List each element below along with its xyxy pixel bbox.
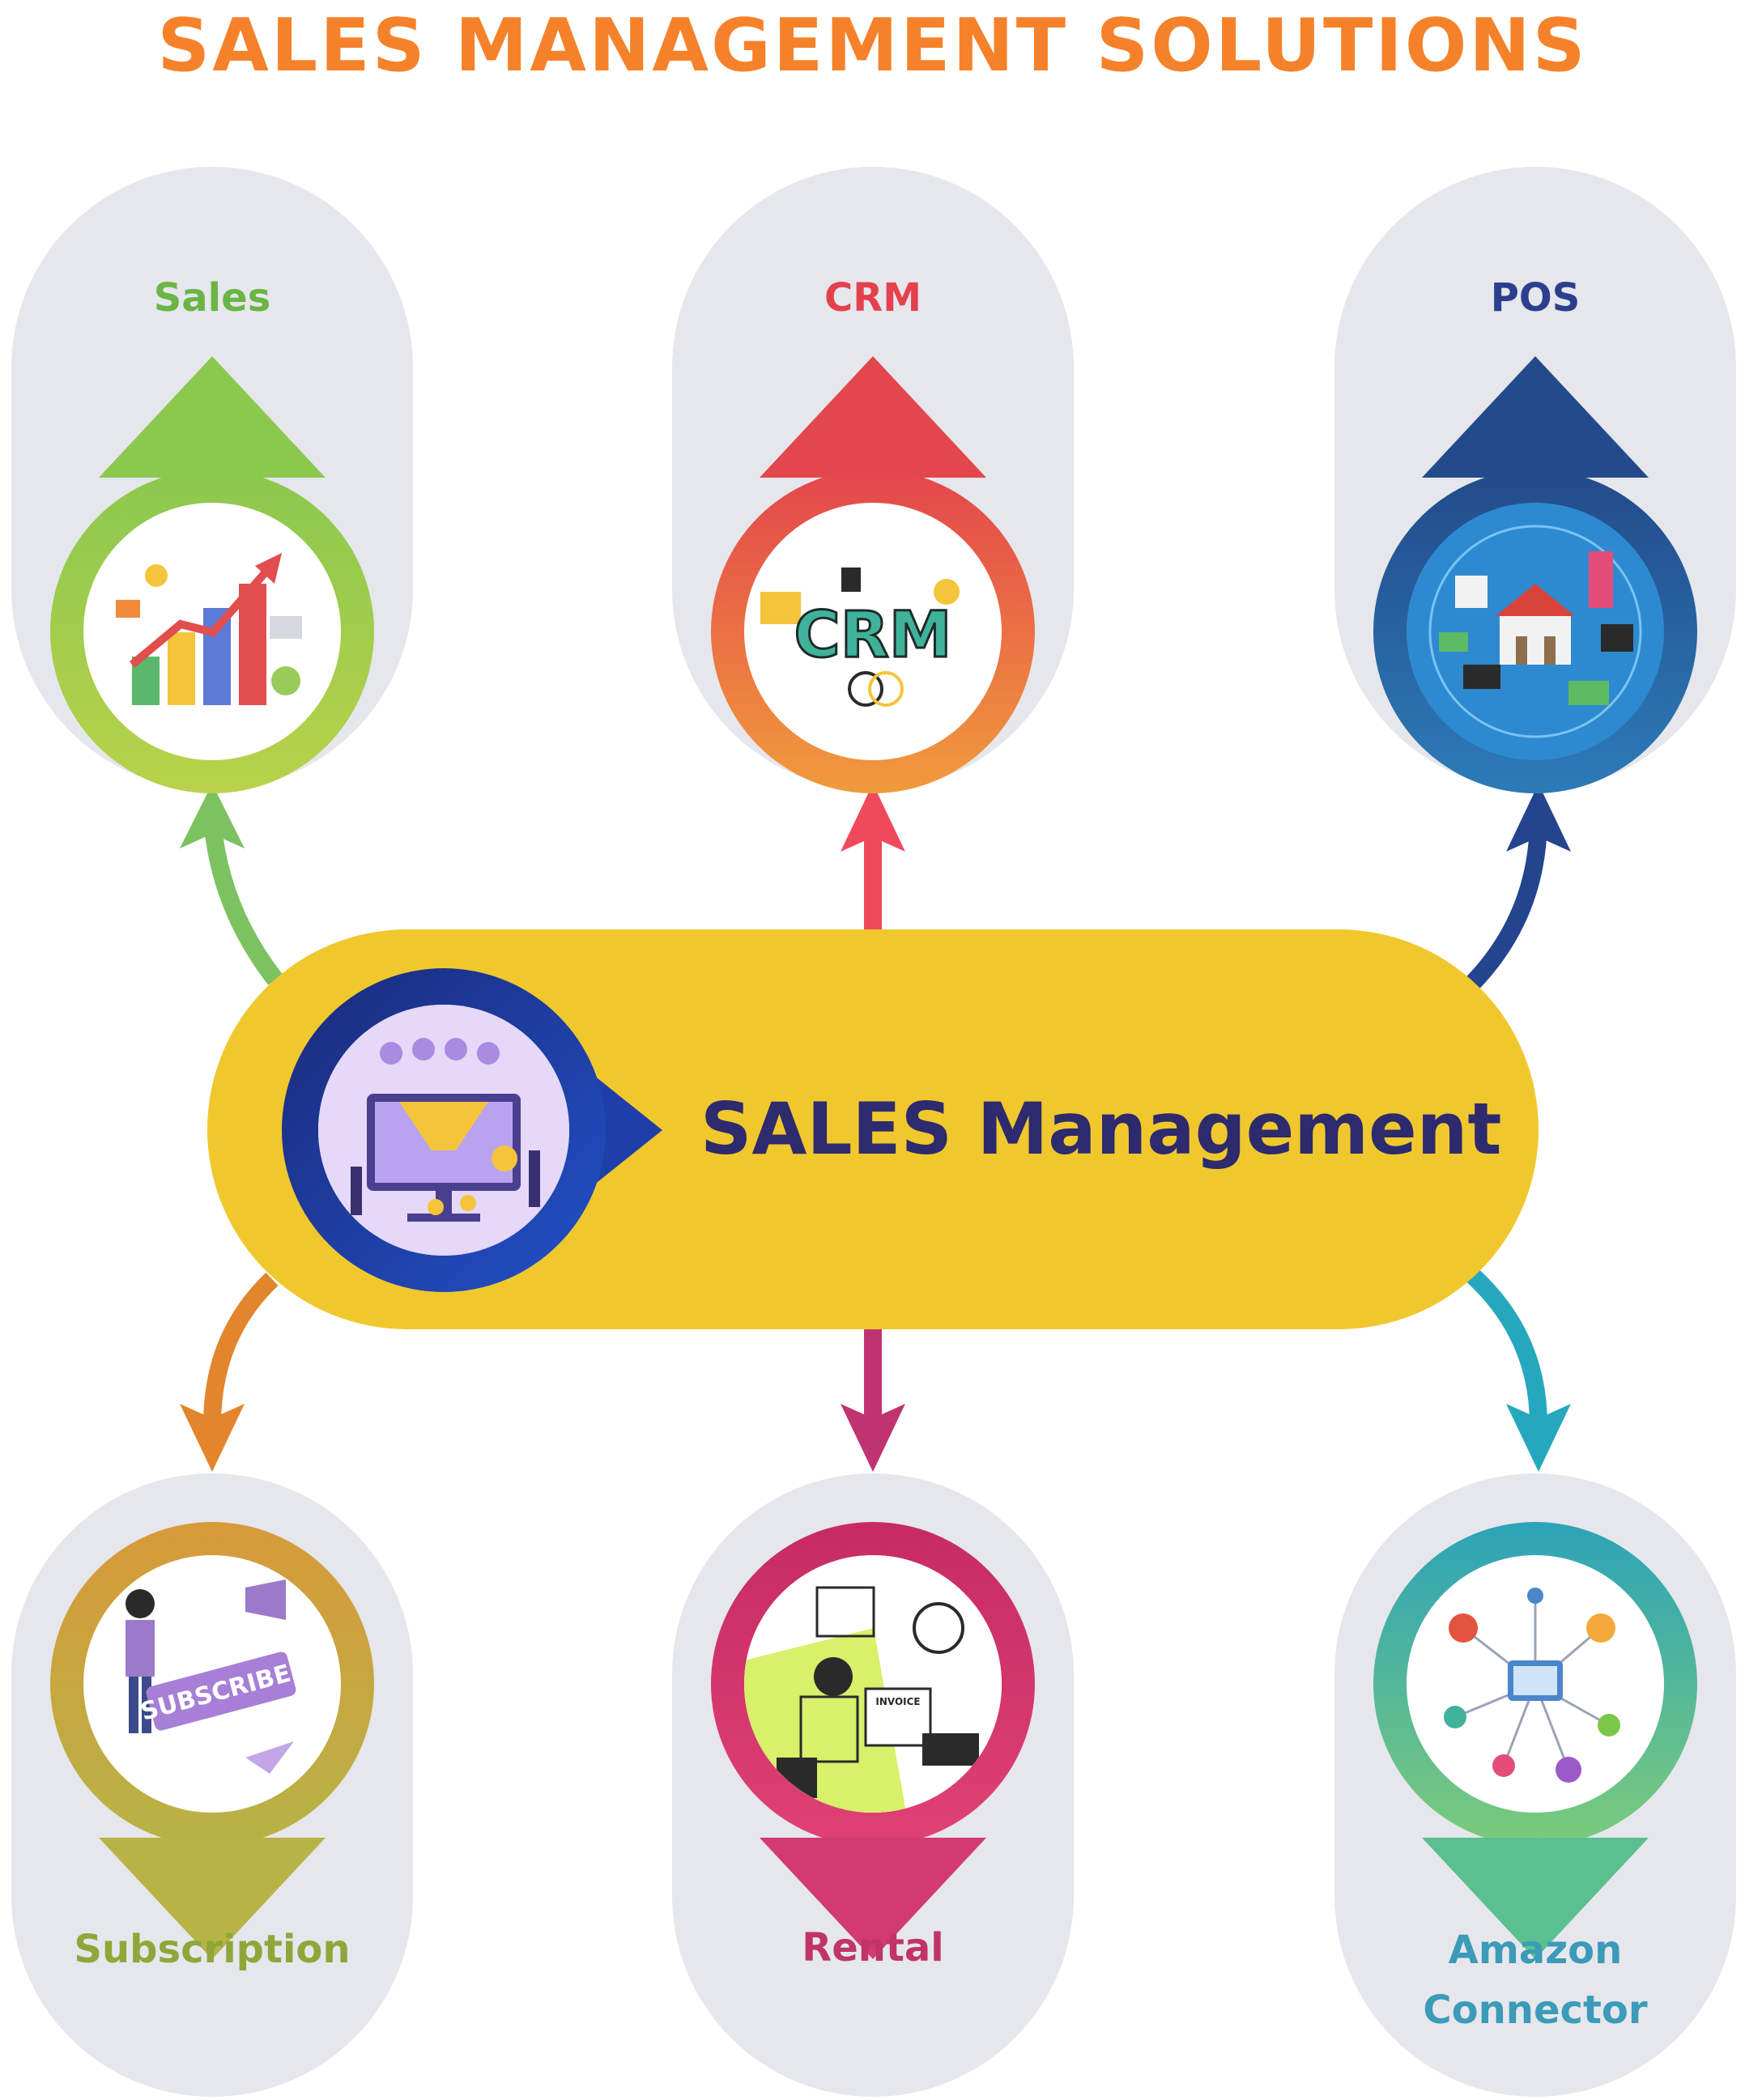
arrow-to-pos (1466, 817, 1547, 990)
invoice-desk-illustration: INVOICE (744, 1555, 1002, 1813)
page-title: SALES MANAGEMENT SOLUTIONS (157, 3, 1588, 88)
arrowhead-amazon-connector (1506, 1404, 1571, 1472)
hub-pin (282, 968, 670, 1292)
arrowhead-subscription (180, 1404, 245, 1472)
crm-illustration-text: CRM (794, 599, 952, 672)
node-label-sales: Sales (153, 275, 271, 321)
node-label-rental: Rental (802, 1925, 944, 1970)
sales-funnel-illustration (318, 1005, 569, 1256)
sales-pin (50, 356, 374, 810)
node-label-pos: POS (1490, 275, 1581, 321)
pos-shop-illustration (1407, 503, 1664, 760)
arrow-to-subscription (203, 1273, 279, 1426)
node-label-amazon-connector: Amazon Connector (1423, 1928, 1648, 2033)
crm-illustration: CRM (744, 503, 1002, 760)
crm-pin: CRM (711, 356, 1035, 810)
subscription-pin: SUBSCRIBE! (50, 1522, 374, 1975)
node-label-crm: CRM (824, 275, 921, 321)
invoice-illustration-text: INVOICE (875, 1696, 920, 1707)
subscribe-illustration: SUBSCRIBE! (83, 1555, 341, 1813)
arrowhead-rental (841, 1404, 905, 1472)
sales-analytics-illustration (83, 503, 341, 760)
rental-pin: INVOICE (711, 1522, 1035, 1975)
pos-pin (1373, 356, 1697, 810)
arrow-to-sales (203, 817, 283, 985)
hub-label: SALES Management (700, 1087, 1502, 1171)
node-label-subscription: Subscription (74, 1927, 351, 1972)
connector-network-illustration (1407, 1555, 1664, 1813)
amazon-connector-pin (1373, 1522, 1697, 1975)
arrowhead-pos (1506, 784, 1571, 852)
arrowhead-sales (180, 784, 245, 848)
arrowhead-crm (841, 784, 905, 852)
arrow-to-amazon-connector (1466, 1268, 1547, 1426)
